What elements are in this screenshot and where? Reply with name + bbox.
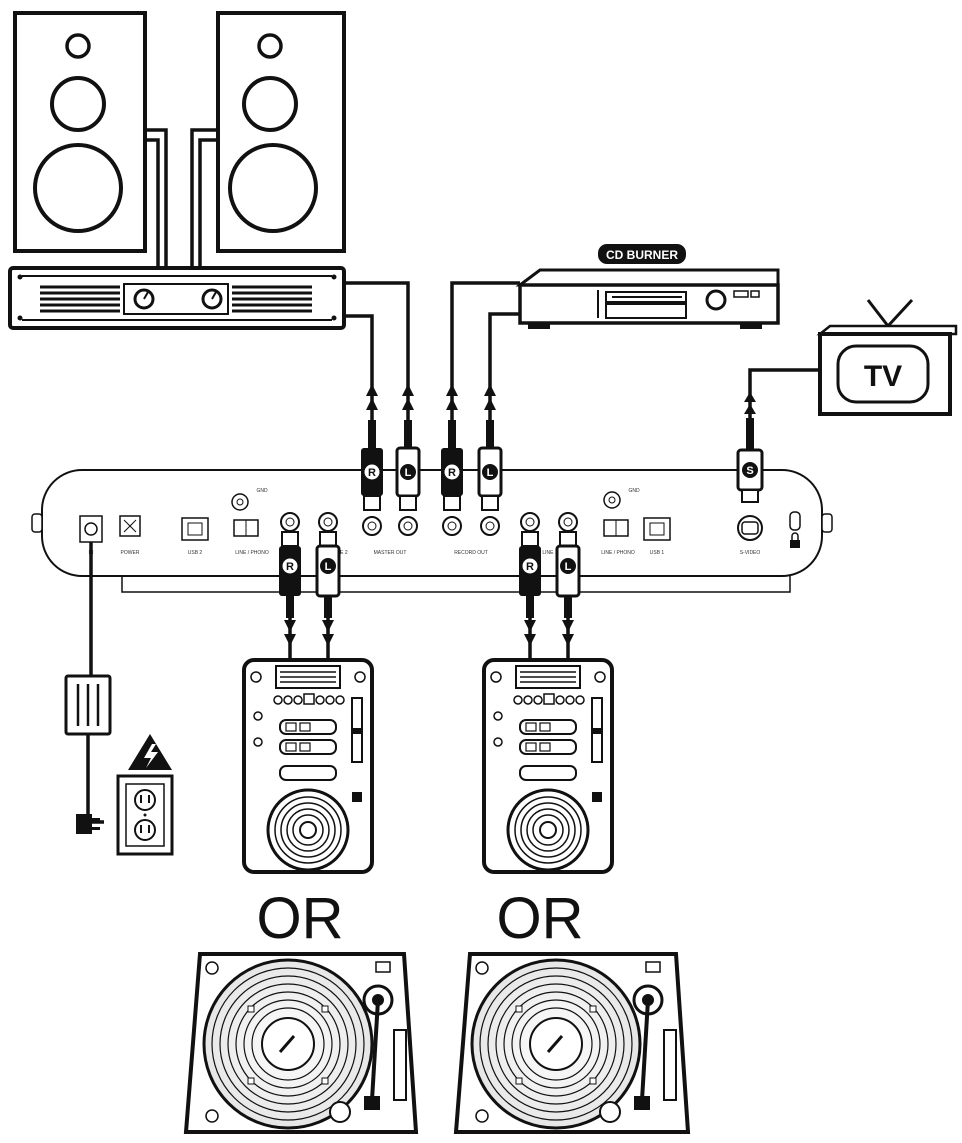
master-right-plug-label: R [368,467,376,479]
amplifier [8,266,346,330]
usb-1-label: USB 1 [650,550,665,556]
input1-right-plug-label: R [526,561,534,573]
tv-label: TV [864,360,902,393]
or-label-right: OR [497,886,584,951]
plugs-bottom: R L R L [279,531,581,618]
plugs-top: R L R L S [361,418,764,511]
line-phono-1-label: LINE / PHONO [601,550,635,556]
record-out-label: RECORD OUT [454,550,488,556]
power-cord [64,542,112,834]
line-1-label: LINE 1 [542,550,558,556]
svideo-plug-label: S [746,465,753,477]
warning-icon [128,734,172,770]
record-left-plug-label: L [487,467,494,479]
or-label-left: OR [257,886,344,951]
speaker-cables [145,128,218,268]
lock-slot [789,511,801,531]
master-left-plug-label: L [405,467,412,479]
power-label: POWER [121,550,140,556]
cd-burner: CD BURNER [515,244,780,329]
lock-icon [790,540,800,548]
television: TV [816,298,958,416]
line-phono-2-label: LINE / PHONO [235,550,269,556]
wall-outlet [116,774,174,856]
direction-arrows-bottom [284,620,574,646]
input1-left-plug-label: L [565,561,572,573]
turntable-right [453,952,691,1134]
ground-2-label: GND [256,488,268,494]
cd-player-left [242,658,374,874]
cd-burner-label: CD BURNER [606,248,678,262]
input2-left-plug-label: L [325,561,332,573]
mixer: IN POWER USB 2 GND LINE / PHONO LINE 2 M… [31,469,833,593]
record-right-plug-label: R [448,467,456,479]
speaker-left [13,11,147,253]
cd-player-right [482,658,614,874]
turntable-left [183,952,419,1134]
svideo-label: S-VIDEO [740,550,761,556]
input2-right-plug-label: R [286,561,294,573]
usb-2-label: USB 2 [188,550,203,556]
speaker-right [216,11,346,253]
master-out-label: MASTER OUT [374,550,407,556]
ground-1-label: GND [628,488,640,494]
direction-arrows-top [366,384,756,414]
